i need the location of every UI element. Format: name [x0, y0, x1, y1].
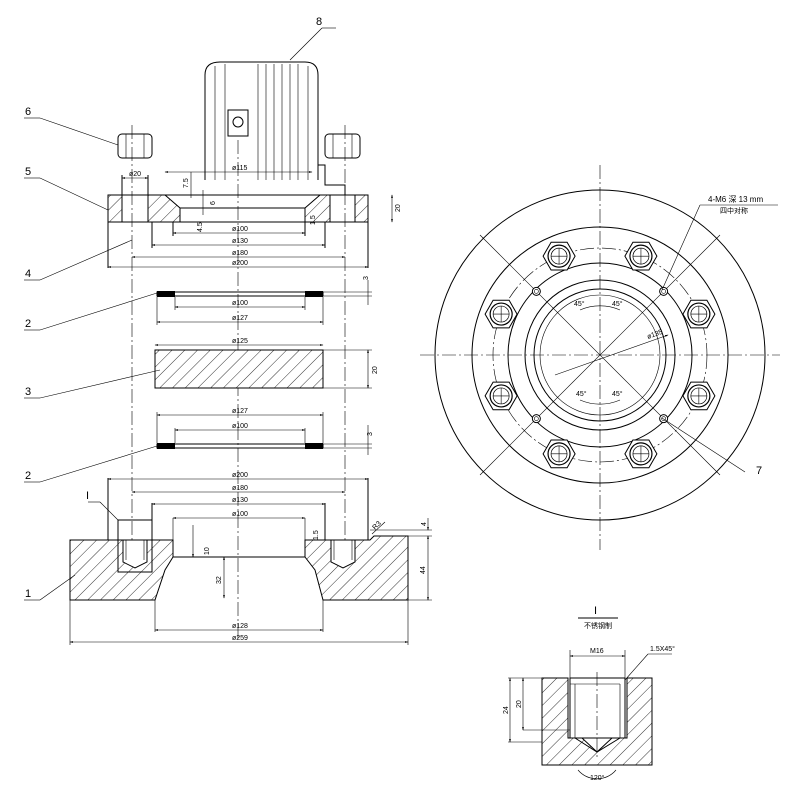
m6-hole: [659, 414, 669, 424]
dim-d100: ø100: [232, 226, 248, 233]
dim-d127: ø127: [232, 315, 248, 322]
dim-d20: ø20: [129, 171, 141, 178]
bolt-head: [682, 299, 716, 329]
plate-part-3: ø125 20 3: [24, 338, 379, 399]
detail-subtitle: 不锈钢制: [584, 621, 612, 630]
bolt-head: [484, 299, 518, 329]
dim-4: 4: [421, 522, 428, 526]
label-part-5: 5: [25, 166, 31, 178]
bolt-heads: [484, 241, 716, 469]
m6-holes: [531, 286, 669, 424]
bolt-head: [682, 381, 716, 411]
dim-24: 24: [503, 706, 510, 714]
label-part-1: 1: [25, 588, 31, 600]
dim-d180: ø180: [232, 485, 248, 492]
m6-hole: [531, 286, 541, 296]
dim-d100: ø100: [232, 511, 248, 518]
dim-6: 6: [210, 201, 217, 205]
dim-d130: ø130: [232, 238, 248, 245]
label-part-4: 4: [25, 268, 31, 280]
motor-part-8: 8: [204, 16, 346, 195]
dim-4-5: 4.5: [197, 222, 204, 232]
label-part-7: 7: [756, 465, 762, 477]
dim-32: 32: [216, 576, 223, 584]
dim-d100: ø100: [232, 423, 248, 430]
dim-chamfer-1-5: 1.5: [310, 215, 317, 225]
gasket-bottom-part-2: ø127 ø100 3 2: [24, 408, 374, 483]
part-4: 4: [24, 222, 369, 281]
dim-d180: ø180: [232, 250, 248, 257]
dim-d200: ø200: [232, 472, 248, 479]
bolt-head: [624, 439, 658, 469]
nut-part-6: 6: [24, 106, 361, 159]
bolt-head: [624, 241, 658, 271]
dim-chamfer-1-5: 1.5: [313, 530, 320, 540]
label-part-2: 2: [25, 470, 31, 482]
dim-chamfer: 1.5X45°: [650, 645, 675, 653]
bolt-head: [484, 381, 518, 411]
detail-title: I: [594, 605, 597, 617]
dim-44: 44: [420, 566, 427, 574]
dim-d100: ø100: [232, 300, 248, 307]
dim-d115: ø115: [232, 165, 248, 172]
base-dimensions: [69, 478, 432, 645]
label-part-8: 8: [316, 16, 322, 28]
dim-d127: ø127: [232, 408, 248, 415]
flange-dimensions: [107, 171, 393, 268]
base-part-1: I 1: [24, 478, 409, 601]
label-part-6: 6: [25, 106, 31, 118]
dim-120-deg: 120°: [590, 774, 605, 782]
dim-d128: ø128: [232, 623, 248, 630]
flange-part-5: 5: [24, 166, 369, 223]
dim-d135: ø135: [646, 329, 663, 341]
hole-note: 4-M6 深 13 mm: [708, 195, 763, 204]
detail-view-I: I 不锈钢制: [508, 605, 672, 779]
m6-hole: [659, 286, 669, 296]
bolt-head: [542, 241, 576, 271]
plan-view: [420, 165, 780, 550]
dim-7-5: 7.5: [183, 178, 190, 188]
dim-3: 3: [367, 432, 374, 436]
angle-label: 45°: [576, 390, 587, 398]
dim-d130: ø130: [232, 497, 248, 504]
angle-label: 45°: [612, 390, 623, 398]
dim-m16: M16: [590, 648, 604, 655]
m6-hole: [531, 414, 541, 424]
centerlines: [131, 125, 346, 640]
dim-r3: R3: [371, 520, 382, 531]
label-part-2: 2: [25, 318, 31, 330]
dim-d259: ø259: [232, 635, 248, 642]
angle-label: 45°: [612, 300, 623, 308]
label-part-3: 3: [25, 386, 31, 398]
dim-d200: ø200: [232, 260, 248, 267]
gasket-top-part-2: ø100 ø127 3 2: [24, 276, 372, 331]
dim-3: 3: [363, 276, 370, 280]
dim-d125: ø125: [232, 338, 248, 345]
label-detail-ref: I: [86, 490, 89, 502]
angle-label: 45°: [574, 300, 585, 308]
bolt-head: [542, 439, 576, 469]
dim-thickness-20: 20: [395, 204, 402, 212]
dim-20: 20: [372, 366, 379, 374]
dim-20: 20: [516, 700, 523, 708]
dim-10: 10: [204, 547, 211, 555]
hole-note-sub: 四中对称: [720, 206, 748, 215]
